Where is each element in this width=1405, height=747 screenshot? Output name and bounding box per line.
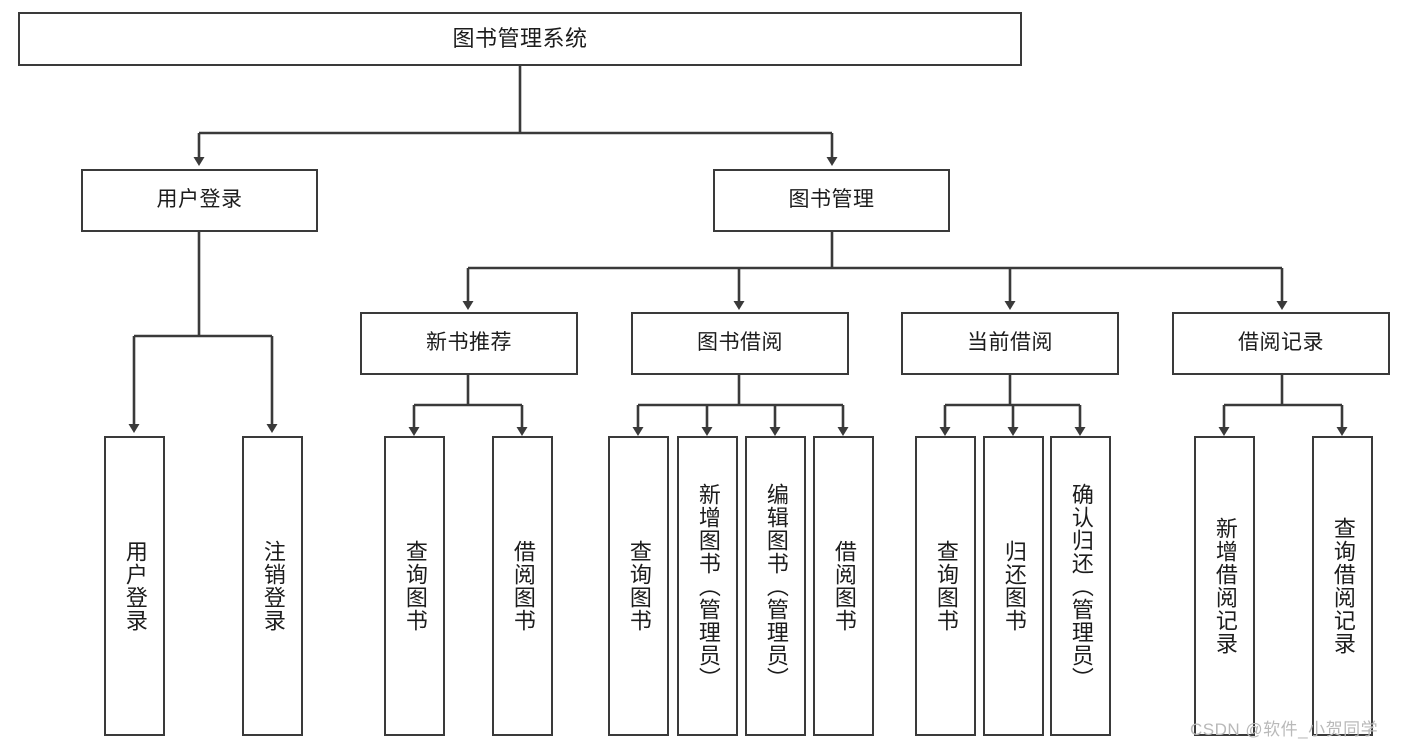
leaf-book-borrow-edit[interactable]: 编辑图书（管理员）: [745, 436, 806, 736]
leaf-new-book-query[interactable]: 查询图书: [384, 436, 445, 736]
leaf-borrow-record-add[interactable]: 新增借阅记录: [1194, 436, 1255, 736]
leaf-new-book-query-label: 查询图书: [402, 540, 428, 632]
node-user-login-label: 用户登录: [156, 188, 243, 212]
node-book-management-label: 图书管理: [788, 188, 875, 212]
leaf-book-borrow-add[interactable]: 新增图书（管理员）: [677, 436, 738, 736]
leaf-current-borrow-return[interactable]: 归还图书: [983, 436, 1044, 736]
node-user-login[interactable]: 用户登录: [81, 169, 318, 232]
node-book-management[interactable]: 图书管理: [713, 169, 950, 232]
node-current-borrow-label: 当前借阅: [967, 331, 1053, 355]
leaf-book-borrow-query[interactable]: 查询图书: [608, 436, 669, 736]
node-root-label: 图书管理系统: [452, 26, 588, 52]
leaf-current-borrow-query-label: 查询图书: [933, 540, 959, 632]
csdn-watermark: CSDN @软件_小贺同学: [1190, 720, 1379, 739]
node-new-book-recommend-label: 新书推荐: [426, 331, 512, 355]
leaf-borrow-record-query[interactable]: 查询借阅记录: [1312, 436, 1373, 736]
node-current-borrow[interactable]: 当前借阅: [901, 312, 1119, 375]
leaf-book-borrow-edit-label: 编辑图书（管理员）: [763, 482, 789, 690]
node-book-borrow-label: 图书借阅: [697, 331, 783, 355]
leaf-user-login-logout-label: 注销登录: [260, 540, 286, 632]
leaf-user-login-login-label: 用户登录: [122, 540, 148, 632]
leaf-book-borrow-borrow-label: 借阅图书: [831, 540, 857, 632]
leaf-book-borrow-query-label: 查询图书: [626, 540, 652, 632]
leaf-current-borrow-return-label: 归还图书: [1001, 540, 1027, 632]
leaf-current-borrow-query[interactable]: 查询图书: [915, 436, 976, 736]
leaf-user-login-logout[interactable]: 注销登录: [242, 436, 303, 736]
leaf-current-borrow-confirm[interactable]: 确认归还（管理员）: [1050, 436, 1111, 736]
node-book-borrow[interactable]: 图书借阅: [631, 312, 849, 375]
node-borrow-record[interactable]: 借阅记录: [1172, 312, 1390, 375]
leaf-new-book-borrow[interactable]: 借阅图书: [492, 436, 553, 736]
node-new-book-recommend[interactable]: 新书推荐: [360, 312, 578, 375]
leaf-user-login-login[interactable]: 用户登录: [104, 436, 165, 736]
leaf-book-borrow-add-label: 新增图书（管理员）: [695, 482, 721, 690]
leaf-book-borrow-borrow[interactable]: 借阅图书: [813, 436, 874, 736]
leaf-current-borrow-confirm-label: 确认归还（管理员）: [1068, 482, 1094, 690]
node-borrow-record-label: 借阅记录: [1238, 331, 1324, 355]
node-root[interactable]: 图书管理系统: [18, 12, 1022, 66]
leaf-borrow-record-add-label: 新增借阅记录: [1212, 517, 1238, 655]
leaf-borrow-record-query-label: 查询借阅记录: [1330, 517, 1356, 655]
leaf-new-book-borrow-label: 借阅图书: [510, 540, 536, 632]
